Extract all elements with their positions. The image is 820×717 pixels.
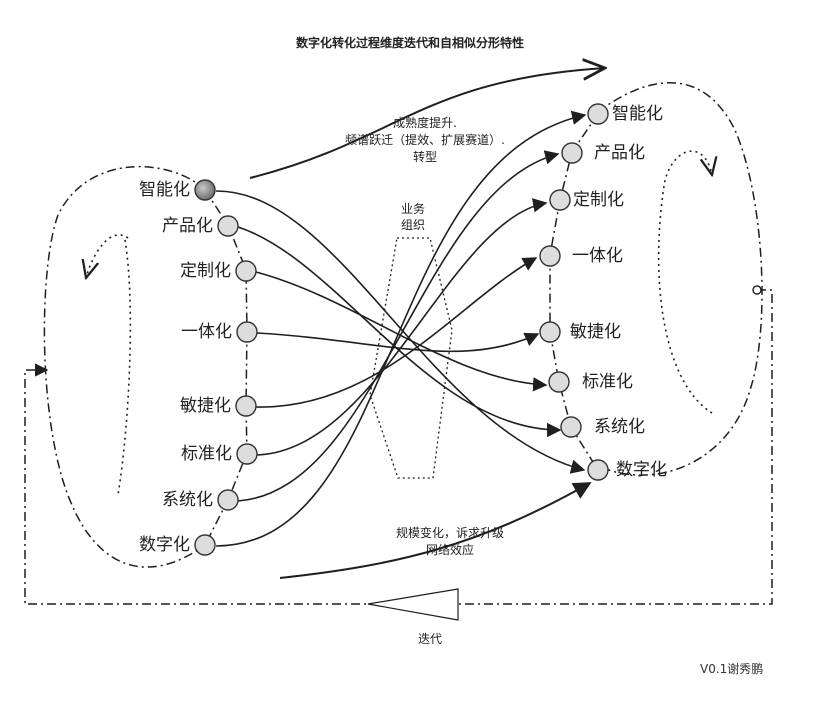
left-label-product: 产品化 — [162, 216, 213, 236]
right-node-intelligent — [587, 103, 609, 125]
right-node-integration — [539, 245, 561, 267]
lower-note-line1: 规模变化，诉求升级 — [395, 526, 504, 540]
right-label-integration: 一体化 — [572, 246, 623, 266]
crossing-curves — [215, 110, 587, 547]
curve-system-to-product — [237, 150, 560, 502]
left-node-digital — [194, 534, 216, 556]
left-nodes — [194, 179, 258, 556]
left-node-product — [217, 215, 239, 237]
middle-note-business: 业务 — [400, 202, 425, 216]
left-label-digital: 数字化 — [139, 535, 190, 555]
right-dotted-loop — [657, 150, 712, 414]
diagram-title: 数字化转化过程维度迭代和自相似分形特性 — [295, 36, 524, 50]
right-label-intelligent: 智能化 — [612, 104, 663, 124]
left-node-integration — [236, 321, 258, 343]
left-node-intelligent — [194, 179, 216, 201]
left-node-standard — [236, 443, 258, 465]
upper-note-line2: 频谱跃迁（提效、扩展赛道）. — [345, 133, 505, 147]
right-label-product: 产品化 — [594, 143, 645, 163]
lower-arc-arrow — [279, 482, 592, 579]
feedback-start-dot — [752, 285, 762, 295]
right-node-standard — [548, 371, 570, 393]
left-label-agile: 敏捷化 — [180, 396, 231, 416]
middle-note-organization: 组织 — [400, 218, 425, 232]
upper-note-line3: 转型 — [412, 150, 437, 164]
left-dotted-loop — [86, 234, 132, 496]
right-label-standard: 标准化 — [582, 372, 633, 392]
right-node-digital — [587, 459, 609, 481]
curve-digital-to-intelligent — [215, 110, 587, 547]
left-node-custom — [235, 260, 257, 282]
left-node-system — [217, 489, 239, 511]
right-node-agile — [539, 321, 561, 343]
right-spine — [549, 113, 599, 471]
author-version: V0.1谢秀鹏 — [700, 662, 764, 676]
right-label-agile: 敏捷化 — [570, 322, 621, 342]
right-label-system: 系统化 — [594, 417, 645, 437]
curve-standard-to-custom — [256, 198, 548, 456]
right-node-product — [561, 142, 583, 164]
left-label-custom: 定制化 — [180, 261, 231, 281]
left-dashdot-loop — [43, 165, 206, 568]
business-org-hexagon — [369, 237, 453, 479]
curve-agile-to-integration — [255, 257, 538, 408]
iteration-wedge — [367, 588, 459, 621]
right-node-custom — [549, 189, 571, 211]
left-label-integration: 一体化 — [181, 322, 232, 342]
left-node-agile — [235, 395, 257, 417]
right-dashdot-loop — [597, 82, 763, 476]
left-label-standard: 标准化 — [181, 444, 232, 464]
curve-intelligent-to-digital — [215, 190, 586, 474]
iteration-label: 迭代 — [417, 632, 442, 646]
lower-note-line2: 网络效应 — [425, 543, 474, 557]
left-label-system: 系统化 — [162, 490, 213, 510]
right-label-custom: 定制化 — [573, 190, 624, 210]
upper-arc-arrow — [249, 68, 605, 179]
left-label-intelligent: 智能化 — [139, 180, 190, 200]
upper-note-line1: 成熟度提升. — [393, 116, 457, 130]
feedback-loop-line — [24, 289, 773, 605]
curve-custom-to-standard — [255, 271, 548, 392]
right-label-digital: 数字化 — [616, 460, 667, 480]
right-nodes — [539, 103, 609, 481]
right-node-system — [560, 416, 582, 438]
curve-product-to-system — [237, 226, 562, 438]
